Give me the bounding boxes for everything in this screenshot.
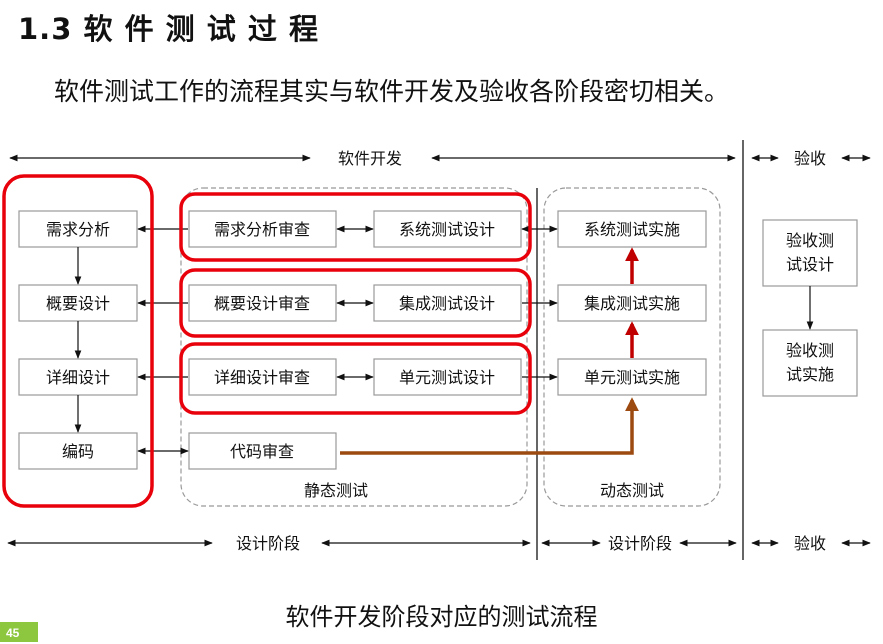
accept-phase-label-bottom: 验收: [794, 534, 826, 553]
row-highlight: [179, 342, 532, 415]
acceptance-test-design-box: [762, 219, 858, 287]
acceptance-test-impl-label-2: 试实施: [786, 365, 834, 384]
code-review-label: 代码审查: [230, 442, 294, 461]
detail-review-label: 详细设计审查: [214, 368, 310, 387]
integration-test-design-label: 集成测试设计: [399, 294, 495, 313]
static-test-label: 静态测试: [304, 481, 368, 500]
page-number-badge: 45: [0, 622, 38, 642]
row-highlight: [179, 192, 532, 262]
unit-test-design-box: [373, 358, 522, 396]
unit-test-design-label: 单元测试设计: [399, 368, 495, 387]
page-title: 1.3 软 件 测 试 过 程: [18, 12, 319, 46]
figure-caption: 软件开发阶段对应的测试流程: [285, 603, 598, 631]
code-to-unit-test-arrow: [340, 397, 639, 455]
outline-design-box: [18, 284, 138, 322]
requirement-review-box: [188, 210, 337, 248]
acceptance-test-design-label-1: 验收测: [786, 231, 834, 250]
detail-review-box: [188, 358, 337, 396]
design-phase-label: 设计阶段: [236, 534, 300, 553]
dynamic-test-region: [543, 187, 721, 507]
page-subtitle: 软件测试工作的流程其实与软件开发及验收各阶段密切相关。: [54, 77, 730, 106]
code-review-box: [188, 432, 337, 470]
dynamic-test-label: 动态测试: [600, 481, 664, 500]
system-test-impl-box: [557, 210, 707, 248]
outline-review-box: [188, 284, 337, 322]
acceptance-test-impl-label-1: 验收测: [786, 341, 834, 360]
integration-test-impl-box: [557, 284, 707, 322]
system-test-design-box: [373, 210, 522, 248]
dev-phase-label: 软件开发: [338, 149, 402, 168]
unit-test-impl-label: 单元测试实施: [584, 368, 680, 387]
outline-review-label: 概要设计审查: [214, 294, 310, 313]
requirement-analysis-box: [18, 210, 138, 248]
design-phase-label-2: 设计阶段: [608, 534, 672, 553]
system-test-design-label: 系统测试设计: [399, 220, 495, 239]
row-highlight: [179, 268, 532, 338]
acceptance-test-design-label-2: 试设计: [786, 255, 834, 274]
requirement-review-label: 需求分析审查: [214, 220, 310, 239]
coding-box: [18, 432, 138, 470]
dev-column-highlight: [2, 174, 154, 508]
coding-label: 编码: [62, 442, 94, 461]
outline-design-label: 概要设计: [46, 294, 110, 313]
integration-test-impl-label: 集成测试实施: [584, 294, 680, 313]
acceptance-test-impl-box: [762, 329, 858, 397]
integration-test-design-box: [373, 284, 522, 322]
detail-design-box: [18, 358, 138, 396]
system-test-impl-label: 系统测试实施: [584, 220, 680, 239]
accept-phase-label: 验收: [794, 149, 826, 168]
detail-design-label: 详细设计: [46, 368, 110, 387]
requirement-analysis-label: 需求分析: [46, 220, 110, 239]
unit-test-impl-box: [557, 358, 707, 396]
